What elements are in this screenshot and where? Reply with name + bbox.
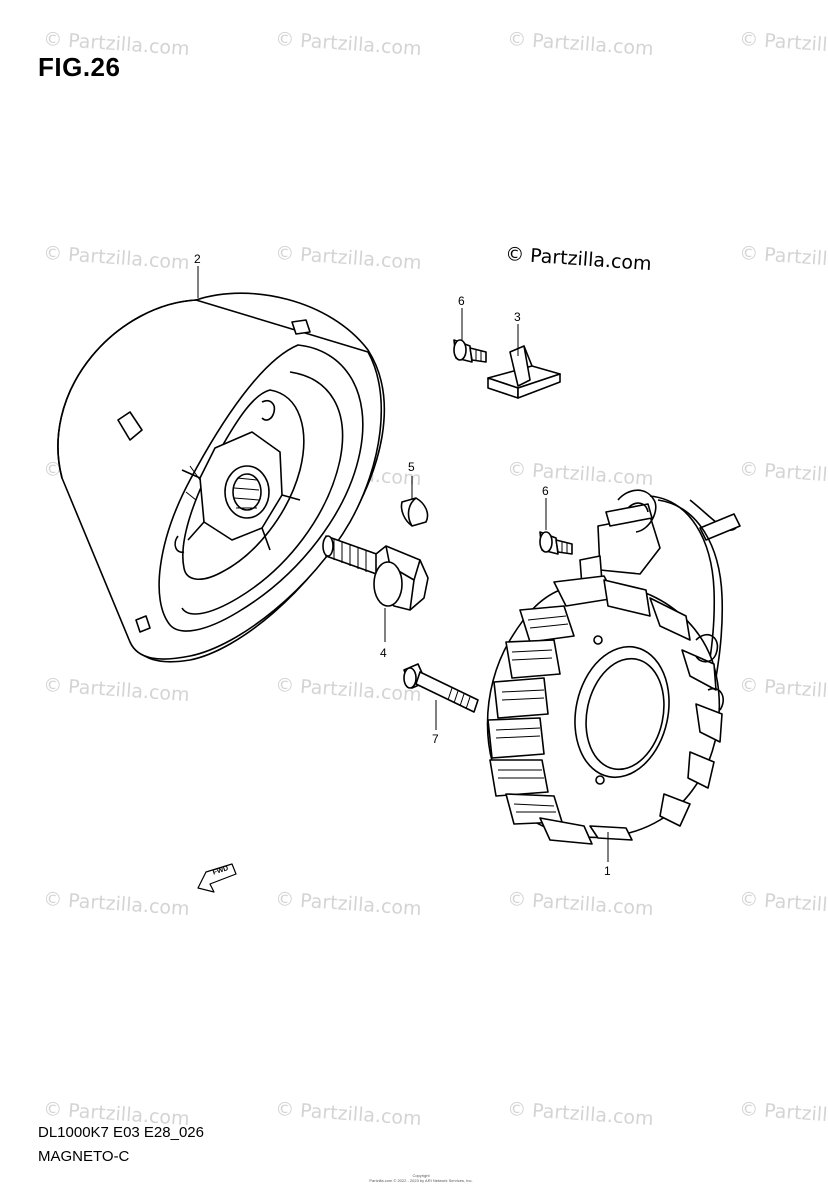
footer-copyright: Copyright Partzilla.com © 2022 - 2023 by… — [356, 1173, 486, 1183]
leader-lines — [197, 266, 609, 862]
footer-copyright-line2: Partzilla.com © 2022 - 2023 by ARI Netwo… — [369, 1178, 473, 1183]
rotor-part-2[interactable] — [57, 292, 386, 663]
model-code: DL1000K7 E03 E28_026 — [38, 1124, 204, 1141]
callout-7: 7 — [432, 732, 439, 746]
screw-part-6-lower[interactable] — [539, 531, 573, 555]
callout-3: 3 — [514, 310, 521, 324]
clamp-part-3[interactable] — [487, 345, 561, 399]
callout-2: 2 — [194, 252, 201, 266]
figure-title: FIG.26 — [38, 52, 121, 82]
callout-6-upper: 6 — [458, 294, 465, 308]
forward-direction-arrow-icon — [197, 863, 237, 893]
stator-part-1[interactable] — [486, 489, 741, 845]
key-part-5[interactable] — [400, 497, 429, 527]
callout-5: 5 — [408, 460, 415, 474]
bolt-part-4[interactable] — [322, 535, 429, 611]
callout-1: 1 — [604, 864, 611, 878]
section-name: MAGNETO-C — [38, 1148, 130, 1165]
callout-6-lower: 6 — [542, 484, 549, 498]
screw-part-6-upper[interactable] — [453, 339, 487, 363]
callout-4: 4 — [380, 646, 387, 660]
footer-copyright-line1: Copyright — [412, 1173, 430, 1178]
bolt-part-7[interactable] — [403, 663, 479, 713]
